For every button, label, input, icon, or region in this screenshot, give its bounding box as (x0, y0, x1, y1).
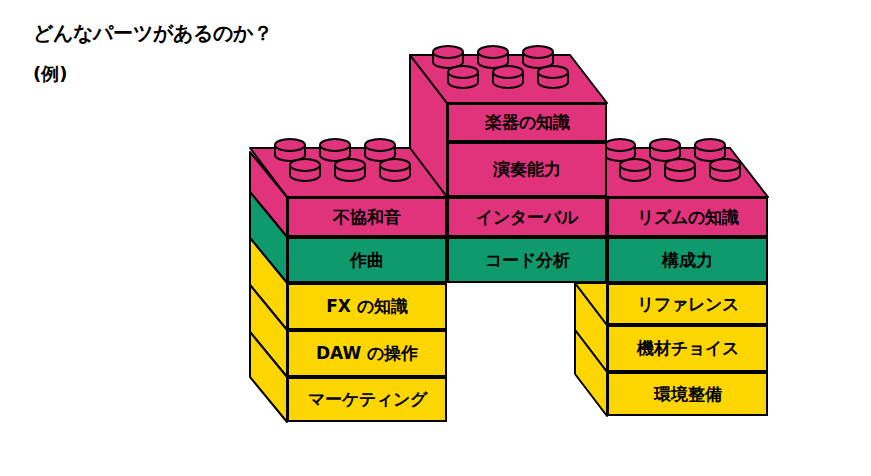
brick-face: 作曲 (287, 237, 447, 283)
brick-face: 不協和音 (287, 197, 447, 237)
note-label: (例) (33, 62, 67, 86)
heading: どんなパーツがあるのか？ (33, 20, 273, 47)
brick-label: DAW の操作 (316, 342, 418, 365)
brick-label: インターバル (476, 206, 578, 229)
brick-face: リズムの知識 (607, 197, 768, 237)
brick-label: 構成力 (662, 249, 713, 272)
brick-label: 演奏能力 (493, 158, 561, 181)
brick-label: 作曲 (350, 249, 384, 272)
brick-face: マーケティング (287, 377, 447, 422)
brick-label: リズムの知識 (637, 206, 739, 229)
brick-label: 楽器の知識 (485, 111, 570, 134)
brick-face: 演奏能力 (447, 142, 607, 197)
brick-label: 不協和音 (333, 206, 401, 229)
brick-face: 環境整備 (607, 372, 768, 416)
brick-face: インターバル (447, 197, 607, 237)
brick-face: FX の知識 (287, 283, 447, 330)
brick-label: 環境整備 (654, 383, 722, 406)
brick-face: 構成力 (607, 237, 768, 283)
brick-face: リファレンス (607, 283, 768, 325)
brick-face: コード分析 (447, 237, 607, 283)
brick-face: DAW の操作 (287, 330, 447, 377)
brick-face: 楽器の知識 (447, 103, 607, 142)
brick-label: 機材チョイス (637, 337, 739, 360)
brick-face: 機材チョイス (607, 325, 768, 372)
brick-label: マーケティング (308, 388, 427, 411)
brick-label: FX の知識 (326, 295, 408, 318)
brick-label: コード分析 (485, 249, 570, 272)
brick-label: リファレンス (637, 293, 739, 316)
